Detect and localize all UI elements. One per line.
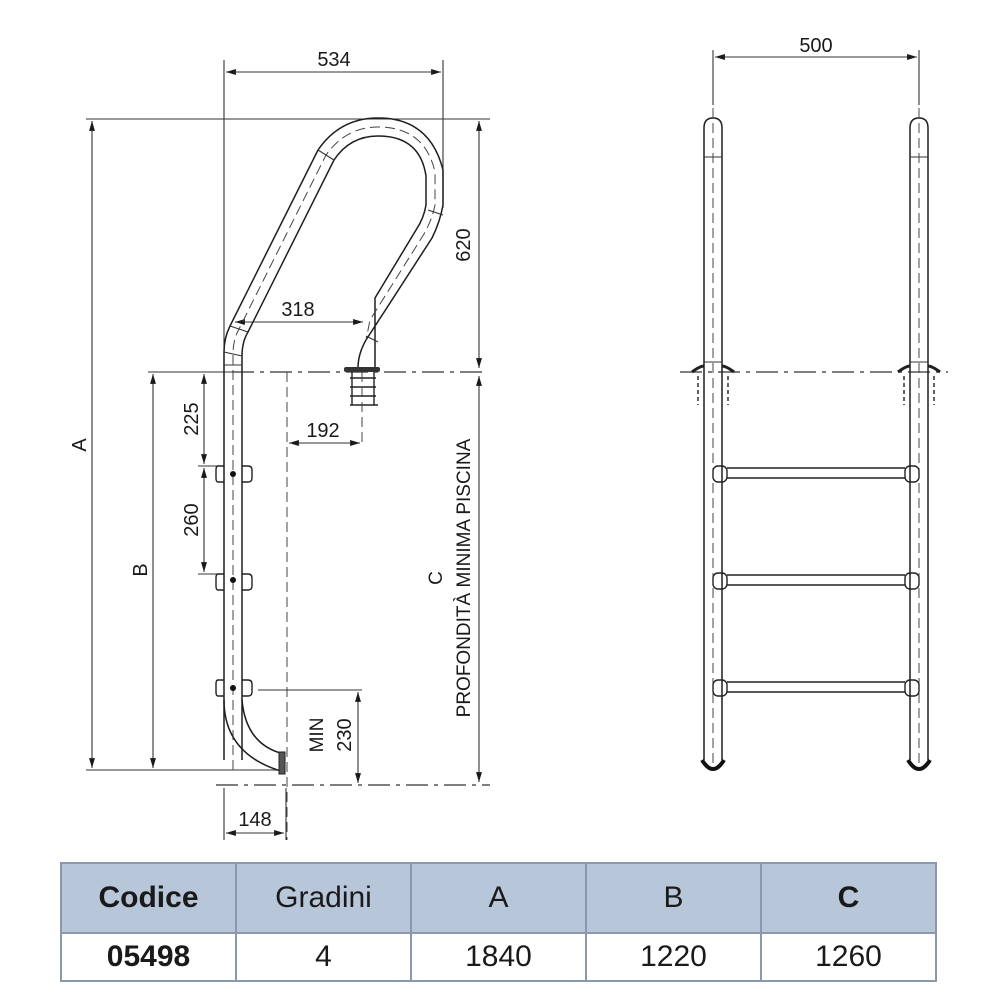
- dim-318-label: 318: [281, 299, 314, 321]
- step-1: [215, 465, 253, 483]
- front-steps: [712, 465, 920, 697]
- dimension-230-min: MIN 230: [258, 689, 362, 783]
- dim-B-label: B: [130, 563, 152, 576]
- dim-225-label: 225: [181, 402, 203, 435]
- dimension-C: C PROFONDITÀ MINIMA PISCINA: [426, 376, 482, 782]
- side-view: 534 A B 620 C PROFONDITÀ MINIMA PISCIN: [69, 49, 490, 840]
- cell-c: 1260: [760, 932, 937, 982]
- dim-A-label: A: [69, 438, 91, 452]
- dimension-534: 534: [223, 49, 444, 370]
- dimension-148: 148: [223, 788, 287, 840]
- pool-depth-caption: PROFONDITÀ MINIMA PISCINA: [454, 438, 475, 717]
- dimension-620: 620: [453, 121, 482, 368]
- front-step-1: [712, 465, 920, 483]
- dim-620-label: 620: [453, 228, 475, 261]
- side-steps: [215, 465, 253, 697]
- dim-500-label: 500: [799, 35, 832, 57]
- technical-drawing: 534 A B 620 C PROFONDITÀ MINIMA PISCIN: [69, 35, 948, 840]
- cell-codice: 05498: [60, 932, 237, 982]
- front-left-upright: [691, 108, 735, 771]
- cell-b: 1220: [585, 932, 762, 982]
- ladder-side-tube: [223, 117, 444, 775]
- front-right-upright: [897, 108, 941, 771]
- table-header-row: Codice Gradini A B C: [60, 862, 937, 934]
- specification-table: Codice Gradini A B C 05498 4 1840 1220 1…: [60, 862, 937, 982]
- dim-148-label: 148: [238, 809, 271, 831]
- dimension-steps: 225 260: [181, 374, 218, 575]
- dimension-500: 500: [712, 35, 920, 105]
- dimension-192: 192: [289, 420, 360, 446]
- anchor-socket: [344, 367, 380, 445]
- step-3: [215, 679, 253, 697]
- dimension-B: B: [130, 371, 250, 768]
- step-2: [215, 573, 253, 591]
- dim-230-label: 230: [334, 718, 356, 751]
- front-view: 500: [680, 35, 948, 771]
- dim-534-label: 534: [317, 49, 350, 71]
- header-gradini: Gradini: [235, 862, 412, 934]
- header-a: A: [410, 862, 587, 934]
- header-c: C: [760, 862, 937, 934]
- dim-C-label: C: [426, 571, 447, 585]
- table-row: 05498 4 1840 1220 1260: [60, 932, 937, 982]
- min-label: MIN: [307, 718, 328, 753]
- cell-a: 1840: [410, 932, 587, 982]
- front-step-2: [712, 572, 920, 590]
- header-codice: Codice: [60, 862, 237, 934]
- dim-192-label: 192: [306, 420, 339, 442]
- front-step-3: [712, 679, 920, 697]
- dimension-A: A: [69, 121, 95, 768]
- dim-260-label: 260: [181, 503, 203, 536]
- cell-gradini: 4: [235, 932, 412, 982]
- dimension-318: 318: [235, 299, 363, 325]
- header-b: B: [585, 862, 762, 934]
